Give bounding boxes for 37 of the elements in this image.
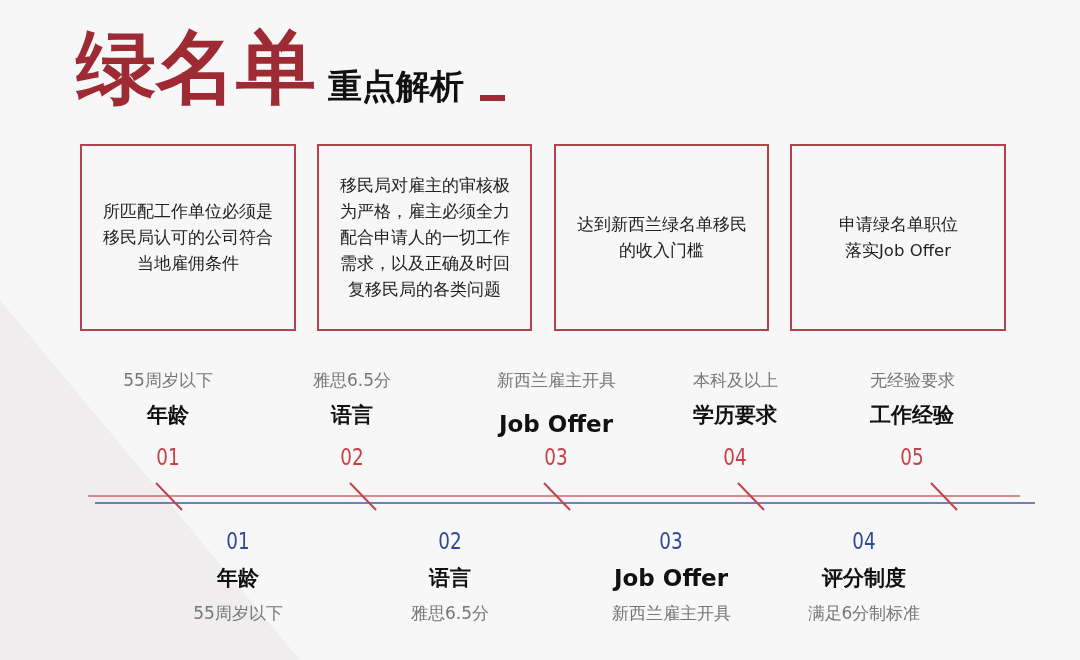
info-box [554, 144, 769, 331]
item-heading: 语言 [429, 565, 471, 592]
requirement-text: 雅思6.5分 [411, 601, 489, 625]
subtitle: 重点解析 [328, 65, 464, 108]
info-box [790, 144, 1006, 331]
box-text: 所匹配工作单位必须是移民局认可的公司符合当地雇佣条件 [102, 200, 274, 275]
step-number: 02 [340, 444, 364, 470]
step-number: 03 [544, 444, 568, 470]
item-heading: 年龄 [147, 402, 189, 429]
item-heading: 年龄 [217, 565, 259, 592]
box-text: 申请绿名单职位落实Job Offer [837, 213, 959, 262]
title: 绿名单 [76, 20, 316, 116]
requirement-text: 55周岁以下 [193, 601, 283, 625]
step-number: 01 [226, 528, 250, 554]
requirement-text: 55周岁以下 [123, 368, 213, 392]
step-number: 02 [438, 528, 462, 554]
step-number: 04 [852, 528, 876, 554]
step-number: 04 [723, 444, 747, 470]
requirement-text: 本科及以上 [692, 368, 778, 392]
box-text: 移民局对雇主的审核极为严格，雇主必须全力配合申请人的一切工作需求，以及正确及时回复移民局的各类问题 [338, 174, 511, 301]
item-heading: 语言 [331, 402, 373, 429]
requirement-text: 无经验要求 [869, 368, 955, 392]
step-number: 03 [659, 528, 683, 554]
step-number: 01 [156, 444, 180, 470]
item-heading: Job Offer [499, 411, 613, 437]
item-heading: 学历要求 [693, 402, 777, 429]
requirement-text: 满足6分制标准 [807, 601, 921, 625]
item-heading: 工作经验 [870, 402, 954, 429]
info-box [80, 144, 296, 331]
item-heading: Job Offer [614, 565, 728, 591]
requirement-text: 新西兰雇主开具 [496, 368, 616, 392]
item-heading: 评分制度 [822, 565, 906, 592]
requirement-text: 新西兰雇主开具 [611, 601, 731, 625]
requirement-text: 雅思6.5分 [313, 368, 391, 392]
step-number: 05 [900, 444, 924, 470]
info-box [317, 144, 532, 331]
box-text: 达到新西兰绿名单移民的收入门槛 [575, 213, 748, 262]
